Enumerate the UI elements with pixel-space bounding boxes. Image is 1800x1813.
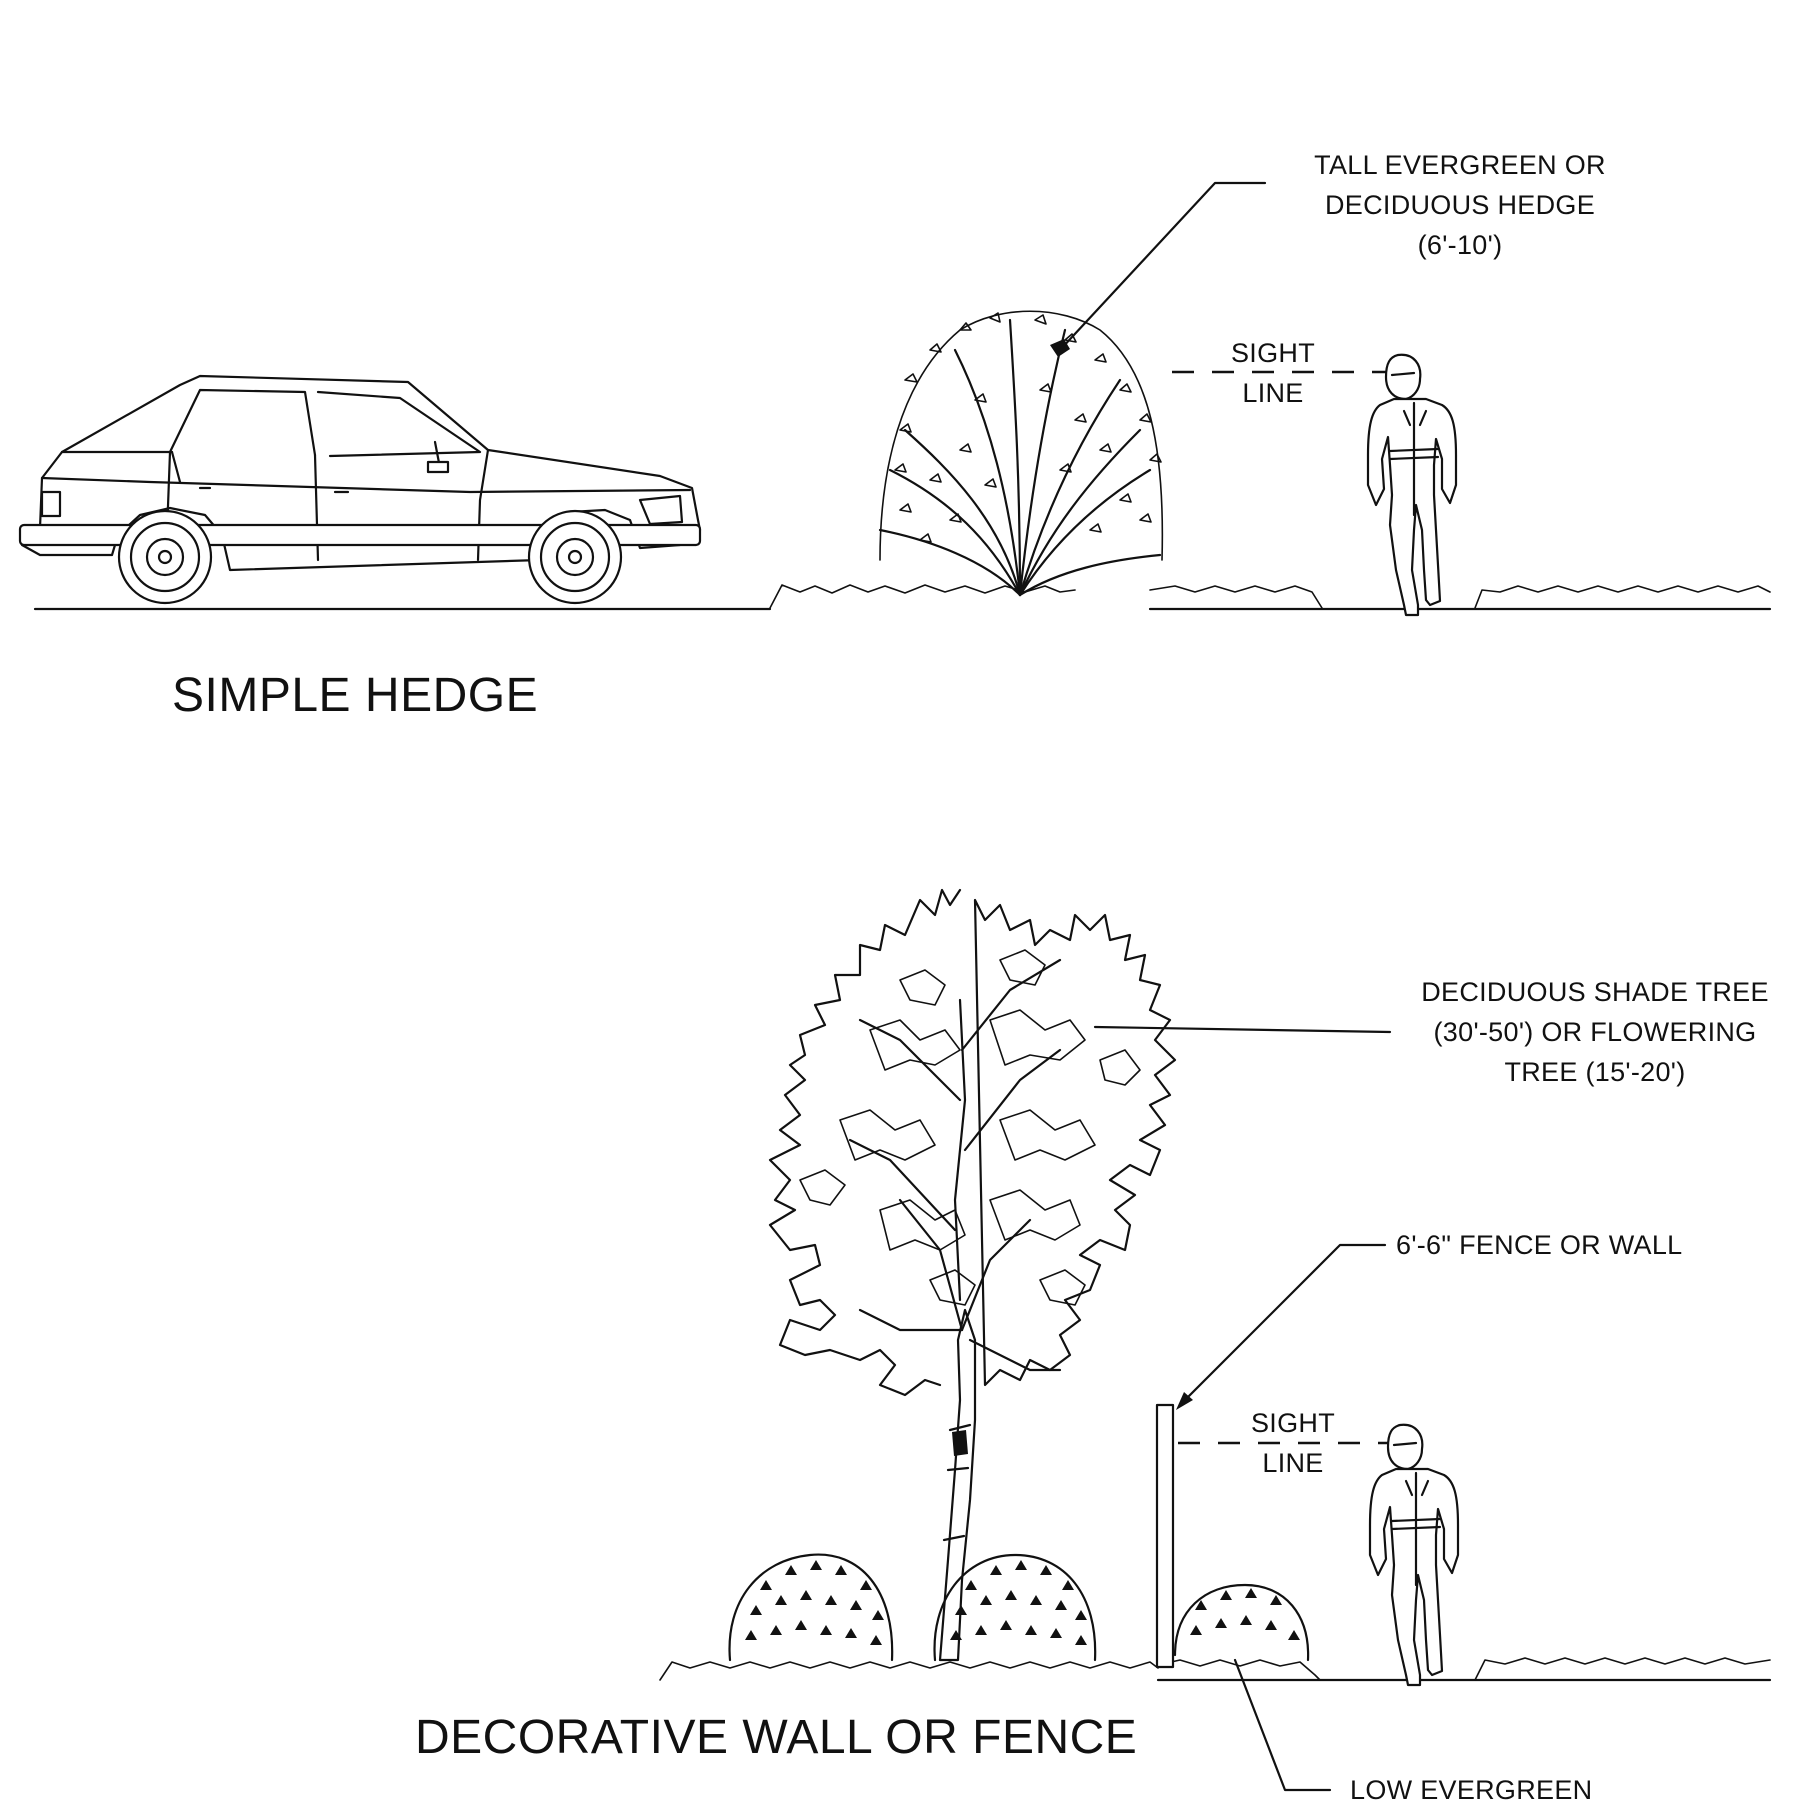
sight-line-label-bottom-2: LINE — [1238, 1443, 1348, 1483]
sight-line-label-top-1: SIGHT — [1218, 333, 1328, 373]
tree-callout-leader — [1095, 1027, 1390, 1032]
sight-line-label-top-2: LINE — [1218, 373, 1328, 413]
fence-wall-illustration — [1157, 1405, 1173, 1667]
car-illustration — [20, 376, 700, 603]
sight-line-label-top: SIGHT LINE — [1218, 333, 1328, 413]
tree-label: DECIDUOUS SHADE TREE (30'-50') OR FLOWER… — [1395, 972, 1795, 1092]
fence-label: 6'-6" FENCE OR WALL — [1396, 1225, 1683, 1265]
shade-tree-illustration — [770, 890, 1175, 1660]
bottom-ground — [660, 1658, 1770, 1680]
bottom-panel-title: DECORATIVE WALL OR FENCE — [415, 1710, 1137, 1765]
top-panel-title: SIMPLE HEDGE — [172, 668, 538, 723]
sight-line-label-bottom-1: SIGHT — [1238, 1403, 1348, 1443]
fence-callout-leader — [1176, 1245, 1385, 1410]
hedge-label-line-1: TALL EVERGREEN OR — [1280, 145, 1640, 185]
tree-label-line-3: TREE (15'-20') — [1395, 1052, 1795, 1092]
tall-hedge-illustration — [880, 311, 1162, 595]
low-evergreen-shrubs — [730, 1555, 1309, 1660]
tree-label-line-2: (30'-50') OR FLOWERING — [1395, 1012, 1795, 1052]
person-illustration-bottom — [1370, 1425, 1458, 1685]
hedge-label: TALL EVERGREEN OR DECIDUOUS HEDGE (6'-10… — [1280, 145, 1640, 265]
hedge-label-line-3: (6'-10') — [1280, 225, 1640, 265]
top-ground — [35, 585, 1770, 609]
shrub-texture — [745, 1560, 1300, 1645]
hedge-label-line-2: DECIDUOUS HEDGE — [1280, 185, 1640, 225]
person-illustration-top — [1368, 355, 1456, 615]
shrub-label: LOW EVERGREEN — [1350, 1770, 1592, 1810]
tree-label-line-1: DECIDUOUS SHADE TREE — [1395, 972, 1795, 1012]
sight-line-label-bottom: SIGHT LINE — [1238, 1403, 1348, 1483]
